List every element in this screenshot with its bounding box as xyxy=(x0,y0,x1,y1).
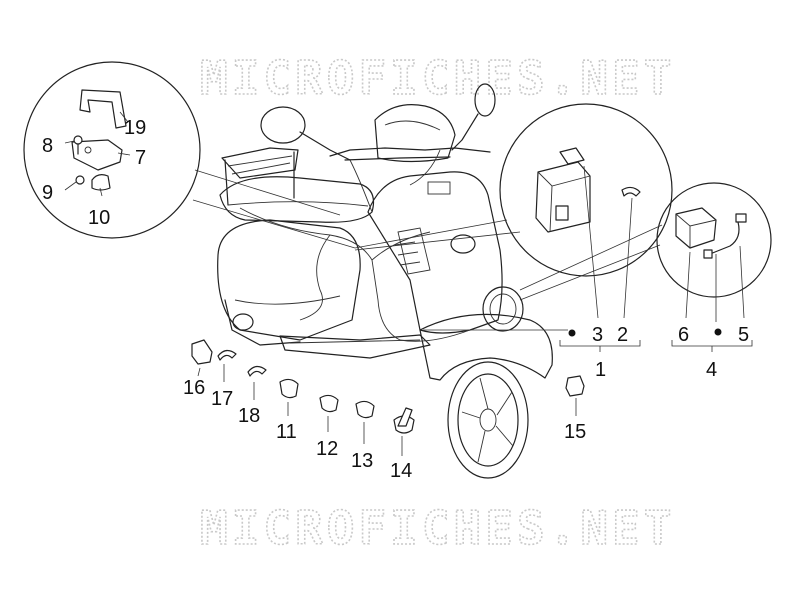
bracket-19 xyxy=(79,89,127,129)
callout-19: 19 xyxy=(124,117,146,139)
screw-8 xyxy=(73,135,83,155)
callout-11: 11 xyxy=(276,421,297,443)
loose-clip-11 xyxy=(279,378,299,416)
headlight xyxy=(482,286,524,332)
clip-10 xyxy=(91,174,111,191)
callout-3: 3 xyxy=(592,324,603,346)
callout-16: 16 xyxy=(183,377,205,399)
callout-8: 8 xyxy=(42,135,53,157)
loose-tie-14 xyxy=(393,407,415,456)
callout-17: 17 xyxy=(211,388,233,410)
legshield xyxy=(367,171,503,334)
rear-rack xyxy=(221,147,299,206)
callout-10: 10 xyxy=(88,207,110,229)
callout-18: 18 xyxy=(238,405,260,427)
wiring-harness xyxy=(239,149,471,342)
group-bracket-4 xyxy=(671,340,753,352)
plate-7 xyxy=(71,139,123,171)
relay-detail-circle xyxy=(519,182,772,322)
loose-clip-15 xyxy=(565,375,585,416)
callout-9: 9 xyxy=(42,182,53,204)
rear-body xyxy=(217,219,361,341)
clamp-ring-2 xyxy=(621,186,641,197)
nut-9 xyxy=(75,175,85,185)
callout-1: 1 xyxy=(595,359,606,381)
front-wheel xyxy=(447,361,529,479)
loose-clip-16 xyxy=(191,339,213,377)
callout-4: 4 xyxy=(706,359,717,381)
callout-6: 6 xyxy=(678,324,689,346)
floorboard xyxy=(279,334,431,359)
loose-ring-18 xyxy=(247,365,267,400)
relay-6 xyxy=(675,207,717,249)
callout-13: 13 xyxy=(351,450,373,472)
seat xyxy=(219,176,375,223)
callout-7: 7 xyxy=(135,147,146,169)
front-fender xyxy=(419,313,553,381)
control-unit-detail-circle xyxy=(354,103,673,319)
loose-ring-17 xyxy=(217,349,237,382)
left-mirror xyxy=(260,106,351,161)
callout-12: 12 xyxy=(316,438,338,460)
callout-15: 15 xyxy=(564,421,586,443)
bullet-dot-1 xyxy=(568,329,576,337)
watermark-bottom: MICROFICHES.NET xyxy=(200,501,675,555)
control-unit-3 xyxy=(535,147,591,233)
callout-5: 5 xyxy=(738,324,749,346)
callout-2: 2 xyxy=(617,324,628,346)
bracket-detail-circle xyxy=(23,61,356,249)
watermark-top: MICROFICHES.NET xyxy=(200,51,675,105)
loose-clip-13 xyxy=(355,400,375,444)
group-bracket-1 xyxy=(559,340,641,352)
callout-14: 14 xyxy=(390,460,412,482)
callout-labels: 19 8 7 9 10 3 2 1 6 5 4 16 17 18 11 12 1… xyxy=(42,117,749,482)
sensor-wire-5 xyxy=(703,213,747,259)
right-mirror xyxy=(451,83,496,151)
bullet-dot-4 xyxy=(714,328,722,336)
scooter-illustration xyxy=(217,83,553,479)
handlebar xyxy=(329,104,491,163)
loose-clip-12 xyxy=(319,394,339,432)
